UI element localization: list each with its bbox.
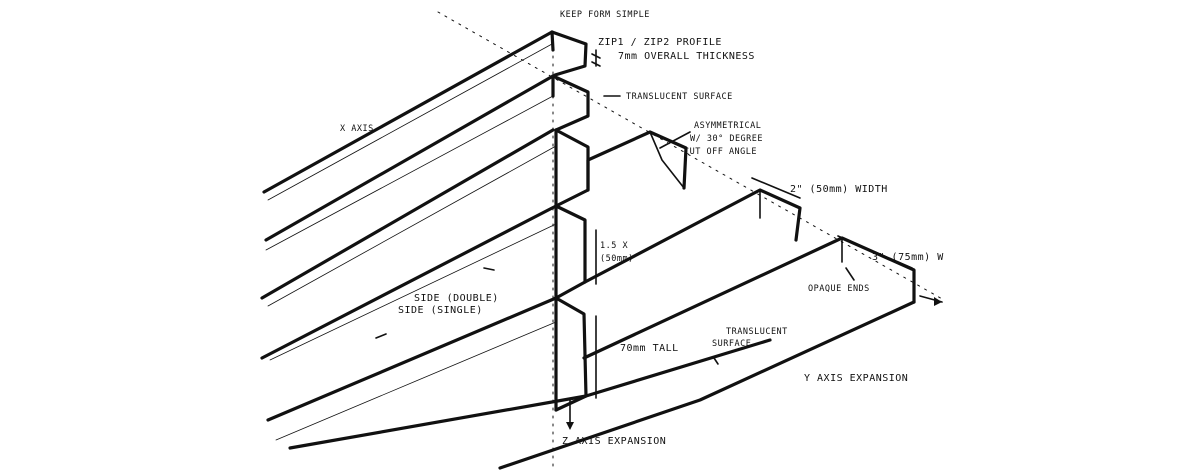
- asymmetric-cap-slope: [649, 131, 685, 189]
- profile-strip-2: [260, 74, 590, 300]
- profile-block-3: [260, 128, 688, 360]
- strip-2-cap: [551, 74, 590, 132]
- block-3-face-line: [267, 145, 557, 307]
- asymmetrical-angle-note: W/ 30° DEGREE: [690, 134, 763, 144]
- block-5-face-line: [275, 321, 557, 441]
- side-single-note: SIDE (SINGLE): [398, 305, 483, 316]
- width-2in-dimension: [751, 177, 801, 199]
- block-4-cap: [583, 188, 802, 284]
- block-4-bottom-edge: [266, 296, 558, 422]
- strip-2-face-line: [265, 95, 554, 251]
- strip-1-bottom-edge: [264, 74, 555, 242]
- thickness-note: 7mm OVERALL THICKNESS: [618, 51, 755, 62]
- side-arrow-upper: [483, 267, 495, 271]
- asymmetrical-leader: [659, 131, 691, 149]
- width-3in-dimension: [837, 235, 913, 269]
- opaque-ends-leader: [845, 267, 855, 281]
- scale-mm-note: (50mm): [600, 254, 634, 264]
- block-3-side: [554, 128, 590, 208]
- profile-block-4: [266, 188, 802, 422]
- y-axis-expansion-label: Y AXIS EXPANSION: [804, 373, 908, 384]
- block-5-base-curve: [498, 300, 916, 470]
- profile-block-5: [275, 236, 916, 470]
- profile-note: ZIP1 / ZIP2 PROFILE: [598, 37, 722, 48]
- strip-1-top-edge: [262, 30, 588, 194]
- block-4-side: [554, 204, 587, 300]
- profile-strip-1: [262, 30, 588, 242]
- translucent-surface-note-2: SURFACE: [712, 339, 751, 349]
- keep-form-simple-note: KEEP FORM SIMPLE: [560, 10, 650, 20]
- arrows: [375, 95, 943, 430]
- construction-lines: [437, 11, 945, 469]
- block-5-bottom-edge: [288, 338, 772, 450]
- z-axis-arrow-head: [566, 422, 574, 430]
- translucent-surface-top-note: TRANSLUCENT SURFACE: [626, 92, 733, 102]
- translucent-surface-note: TRANSLUCENT: [726, 327, 788, 337]
- side-double-note: SIDE (DOUBLE): [414, 293, 499, 304]
- x-axis-label: X AXIS: [340, 124, 374, 134]
- scale-note: 1.5 X: [600, 241, 628, 251]
- strip-2-bottom-edge: [260, 128, 555, 300]
- side-arrow-lower: [375, 333, 387, 339]
- thickness-ticks: [591, 53, 601, 67]
- asymmetrical-note: ASYMMETRICAL: [694, 121, 761, 131]
- width-3in-note: 3" (75mm) W: [872, 252, 944, 263]
- y-axis-arrow-head: [934, 297, 942, 306]
- opaque-ends-note: OPAQUE ENDS: [808, 284, 870, 294]
- annotations: KEEP FORM SIMPLE ZIP1 / ZIP2 PROFILE 7mm…: [340, 10, 944, 447]
- block-4-face-line: [269, 223, 557, 361]
- tall-70mm-note: 70mm TALL: [620, 343, 679, 354]
- dimension-marks: [591, 49, 913, 399]
- block-3-bottom-edge: [260, 204, 558, 360]
- z-axis-expansion-label: Z AXIS EXPANSION: [562, 436, 666, 447]
- asymmetric-cap: [586, 130, 688, 192]
- width-2in-note: 2" (50mm) WIDTH: [790, 184, 888, 195]
- block-5-side: [554, 296, 588, 412]
- strip-1-front-corner: [550, 30, 555, 52]
- surface-arrow: [713, 357, 719, 365]
- strip-1-face-line: [267, 43, 553, 201]
- cut-off-angle-note: CUT OFF ANGLE: [684, 147, 757, 157]
